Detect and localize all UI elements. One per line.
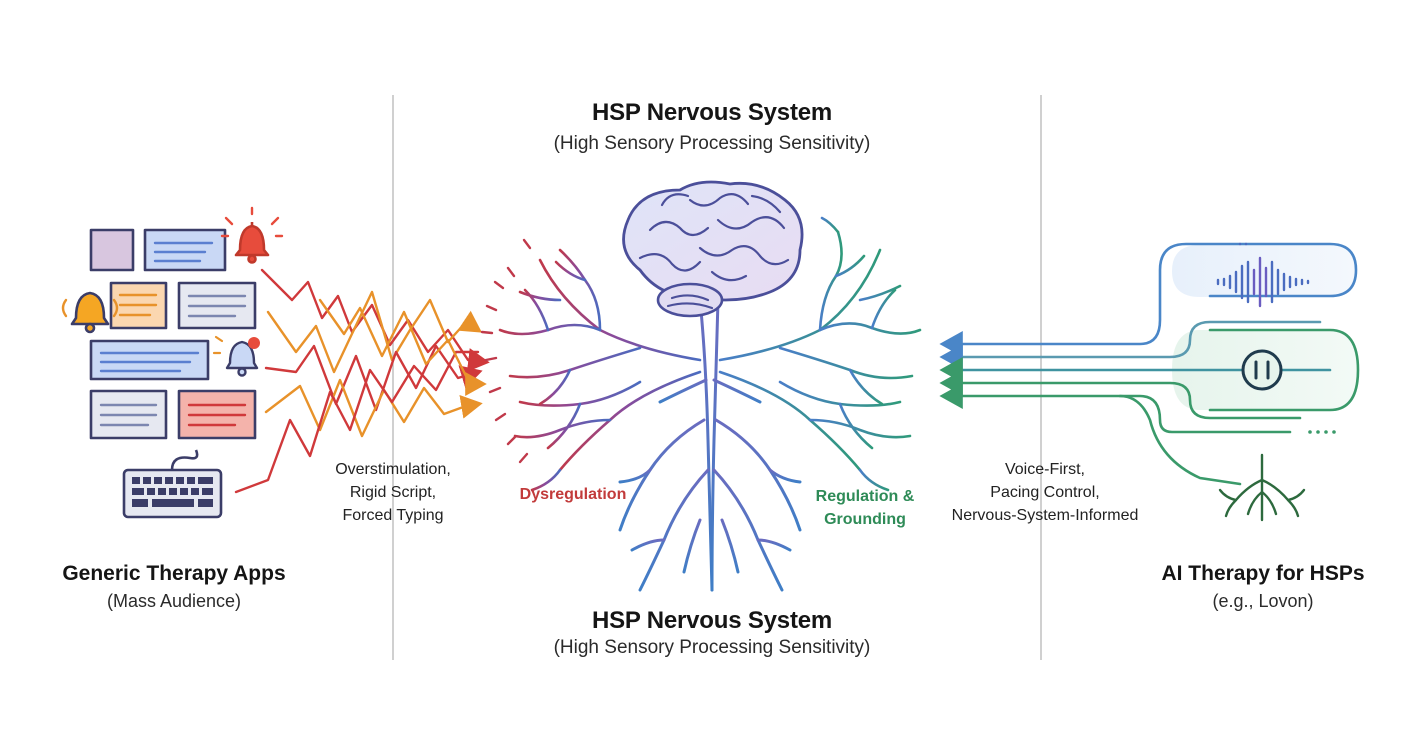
- overstimulation-arrows: [234, 268, 490, 494]
- waveform-icon: [1216, 242, 1310, 308]
- bell-icon: [61, 291, 119, 334]
- left-note-1: Overstimulation,: [335, 461, 451, 478]
- keyboard-icon: [122, 449, 223, 519]
- right-note-1: Voice-First,: [1004, 461, 1085, 478]
- stress-arrow: [234, 350, 480, 494]
- nerve-trunk: [618, 298, 802, 592]
- regulation-label-line2: Grounding: [824, 511, 906, 528]
- center-subtitle-bottom: (High Sensory Processing Sensitivity): [553, 637, 871, 658]
- dots: [1308, 430, 1336, 434]
- regulation-label: Regulation & Grounding: [790, 485, 940, 531]
- right-note-2: Pacing Control,: [990, 484, 1100, 501]
- calm-input-lines: [939, 242, 1360, 486]
- center-subtitle-top: (High Sensory Processing Sensitivity): [553, 133, 871, 154]
- regulation-label-line1: Regulation &: [815, 488, 915, 505]
- nerve-tree-right: [718, 216, 922, 492]
- right-notes: Voice-First, Pacing Control, Nervous-Sys…: [920, 458, 1170, 527]
- center-title-top: HSP Nervous System: [591, 99, 833, 126]
- stress-arrow: [318, 298, 487, 396]
- center-title-bottom: HSP Nervous System: [591, 607, 833, 634]
- dysregulation-label: Dysregulation: [519, 486, 627, 503]
- brain-icon: [622, 180, 804, 318]
- stress-arrow: [260, 268, 490, 372]
- right-note-3: Nervous-System-Informed: [951, 507, 1139, 524]
- left-subtitle: (Mass Audience): [106, 591, 242, 611]
- left-title: Generic Therapy Apps: [62, 562, 286, 585]
- app-text-lines: [99, 241, 247, 427]
- bell-icon: [212, 335, 260, 377]
- bell-icon: [220, 206, 284, 264]
- right-subtitle: (e.g., Lovon): [1212, 591, 1314, 611]
- stress-arrow: [264, 344, 483, 412]
- dysregulation-fragments: [480, 238, 532, 464]
- roots-icon: [1218, 453, 1306, 522]
- nerve-tree-left: [498, 248, 702, 492]
- left-notes: Overstimulation, Rigid Script, Forced Ty…: [300, 458, 486, 527]
- right-title: AI Therapy for HSPs: [1161, 562, 1365, 585]
- pause-icon: [1241, 349, 1283, 391]
- left-note-3: Forced Typing: [342, 507, 444, 524]
- stress-arrow: [266, 290, 482, 374]
- stress-arrow: [264, 378, 483, 438]
- left-note-2: Rigid Script,: [349, 484, 437, 501]
